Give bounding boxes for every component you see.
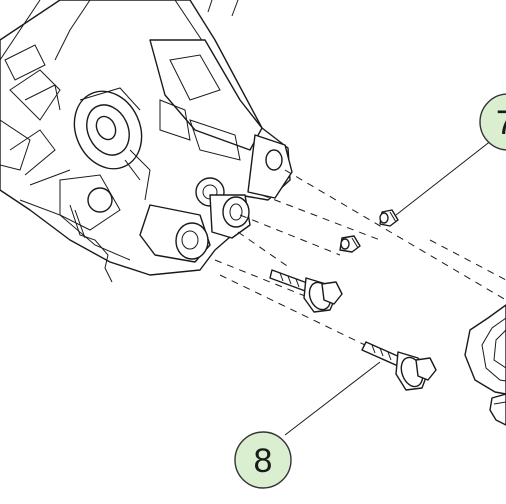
- callout-8-label: 8: [254, 442, 273, 480]
- callout-7-bubble: [479, 93, 506, 151]
- callout-7-label: 7: [496, 104, 506, 142]
- callout-8-leader-line: [284, 361, 381, 436]
- assembly-dashed-lines: [214, 169, 506, 346]
- partial-cover-part: [464, 304, 506, 426]
- plug-screw-upper: [379, 209, 399, 227]
- long-bolt-lower: [361, 341, 437, 391]
- callout-7-leader-line: [395, 139, 493, 216]
- callout-8: 8: [234, 361, 381, 489]
- housing-top-edge-lines: [207, 0, 239, 17]
- callout-7: 7: [395, 93, 506, 216]
- pump-housing: [0, 0, 293, 283]
- callout-8-bubble: [234, 431, 292, 489]
- plug-screw-lower: [339, 235, 361, 253]
- long-bolt-upper: [269, 269, 343, 313]
